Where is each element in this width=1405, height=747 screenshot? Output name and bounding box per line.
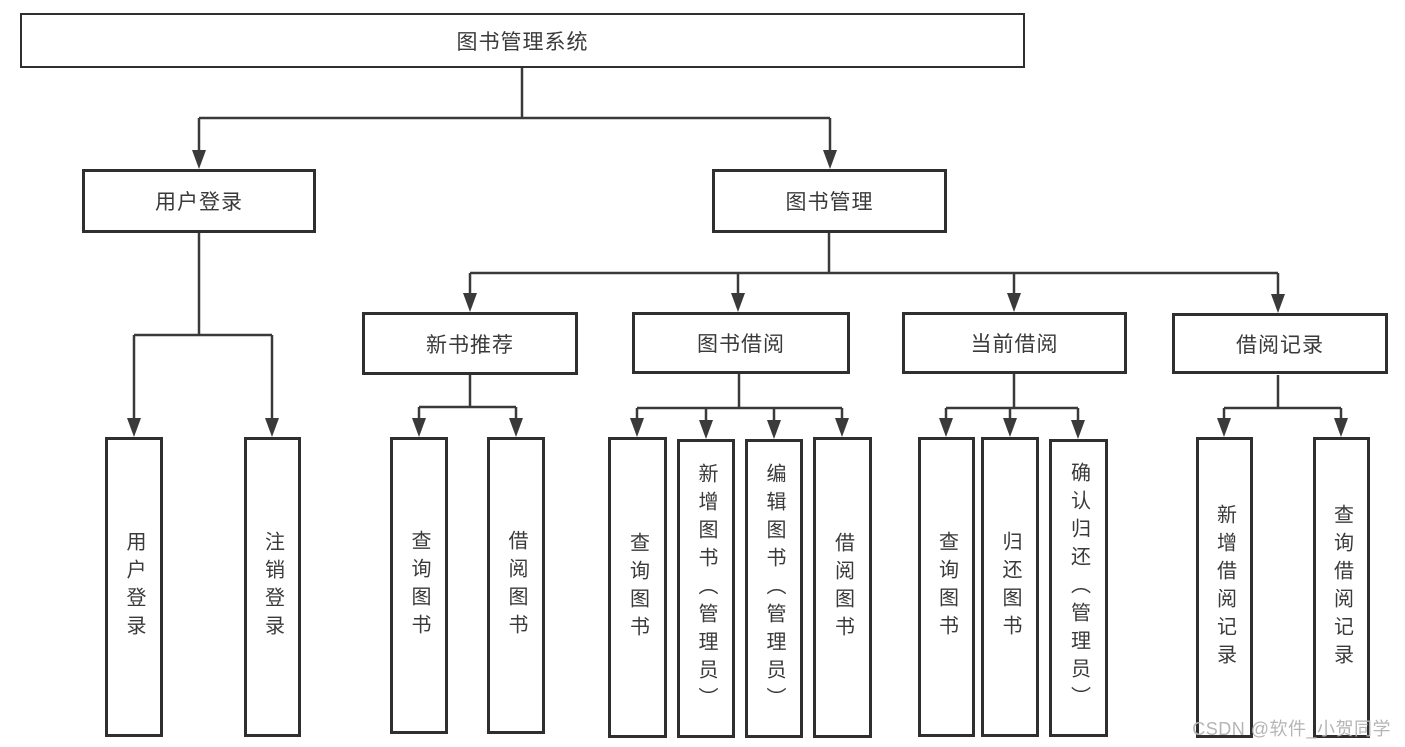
node-label: 借阅图书	[831, 531, 854, 644]
arrowhead-icon	[630, 418, 644, 437]
node-label: 新增借阅记录	[1213, 503, 1236, 672]
csdn-watermark: CSDN @软件_小贺同学	[1192, 719, 1391, 739]
node-label: 查询图书	[626, 531, 649, 644]
arrowhead-icon	[835, 418, 849, 437]
node-label: 查询图书	[935, 531, 958, 643]
leaf-borrow-books: 借阅图书	[813, 437, 872, 738]
arrowhead-icon	[265, 418, 279, 437]
node-book-borrowing: 图书借阅	[632, 312, 850, 374]
arrowhead-icon	[1003, 418, 1017, 437]
arrowhead-icon	[412, 418, 426, 437]
node-label: 当前借阅	[970, 333, 1059, 356]
leaf-query-books-recommend: 查询图书	[390, 437, 448, 734]
node-label: 查询借阅记录	[1330, 503, 1353, 672]
leaf-borrow-books-recommend: 借阅图书	[487, 437, 545, 734]
leaf-edit-books-admin: 编辑图书（管理员）	[745, 439, 803, 738]
node-label: 图书借阅	[697, 333, 785, 356]
node-label: 注销登录	[261, 531, 284, 643]
arrowhead-icon	[731, 293, 745, 312]
node-new-book-recommend: 新书推荐	[362, 312, 578, 375]
node-label: 新书推荐	[426, 333, 514, 357]
arrowhead-icon	[1334, 418, 1348, 437]
node-label: 查询图书	[408, 529, 430, 642]
leaf-query-books-current: 查询图书	[918, 437, 975, 737]
arrowhead-icon	[939, 418, 953, 437]
arrowhead-icon	[1007, 293, 1021, 312]
leaf-add-books-admin: 新增图书（管理员）	[677, 439, 735, 738]
arrowhead-icon	[699, 420, 713, 439]
leaf-logout: 注销登录	[244, 437, 301, 737]
arrowhead-icon	[1271, 294, 1285, 313]
node-user-login: 用户登录	[82, 169, 316, 233]
arrowhead-icon	[509, 418, 523, 437]
node-label: 借阅记录	[1236, 333, 1324, 357]
node-library-management-system: 图书管理系统	[20, 13, 1025, 68]
arrowhead-icon	[463, 293, 477, 312]
node-label: 图书管理	[785, 191, 874, 214]
leaf-query-borrow-record: 查询借阅记录	[1313, 437, 1370, 738]
arrowhead-icon	[823, 150, 837, 169]
leaf-return-books: 归还图书	[981, 437, 1039, 737]
node-label: 确认归还（管理员）	[1067, 462, 1090, 714]
leaf-user-login: 用户登录	[105, 437, 163, 737]
arrowhead-icon	[767, 420, 781, 439]
arrowhead-icon	[127, 418, 141, 437]
node-borrow-records: 借阅记录	[1172, 313, 1388, 374]
node-current-borrowing: 当前借阅	[902, 312, 1127, 374]
leaf-confirm-return-admin: 确认归还（管理员）	[1049, 439, 1108, 737]
leaf-query-books-borrowing: 查询图书	[608, 437, 667, 738]
arrowhead-icon	[1071, 420, 1085, 439]
node-label: 用户登录	[155, 191, 243, 214]
arrowhead-icon	[1217, 418, 1231, 437]
node-label: 图书管理系统	[456, 30, 589, 54]
leaf-add-borrow-record: 新增借阅记录	[1196, 437, 1253, 738]
arrowhead-icon	[192, 150, 206, 169]
node-label: 归还图书	[999, 531, 1021, 643]
node-book-management: 图书管理	[712, 169, 947, 233]
node-label: 借阅图书	[505, 529, 527, 642]
node-label: 用户登录	[123, 531, 145, 643]
node-label: 编辑图书（管理员）	[763, 462, 785, 715]
node-label: 新增图书（管理员）	[695, 462, 717, 715]
